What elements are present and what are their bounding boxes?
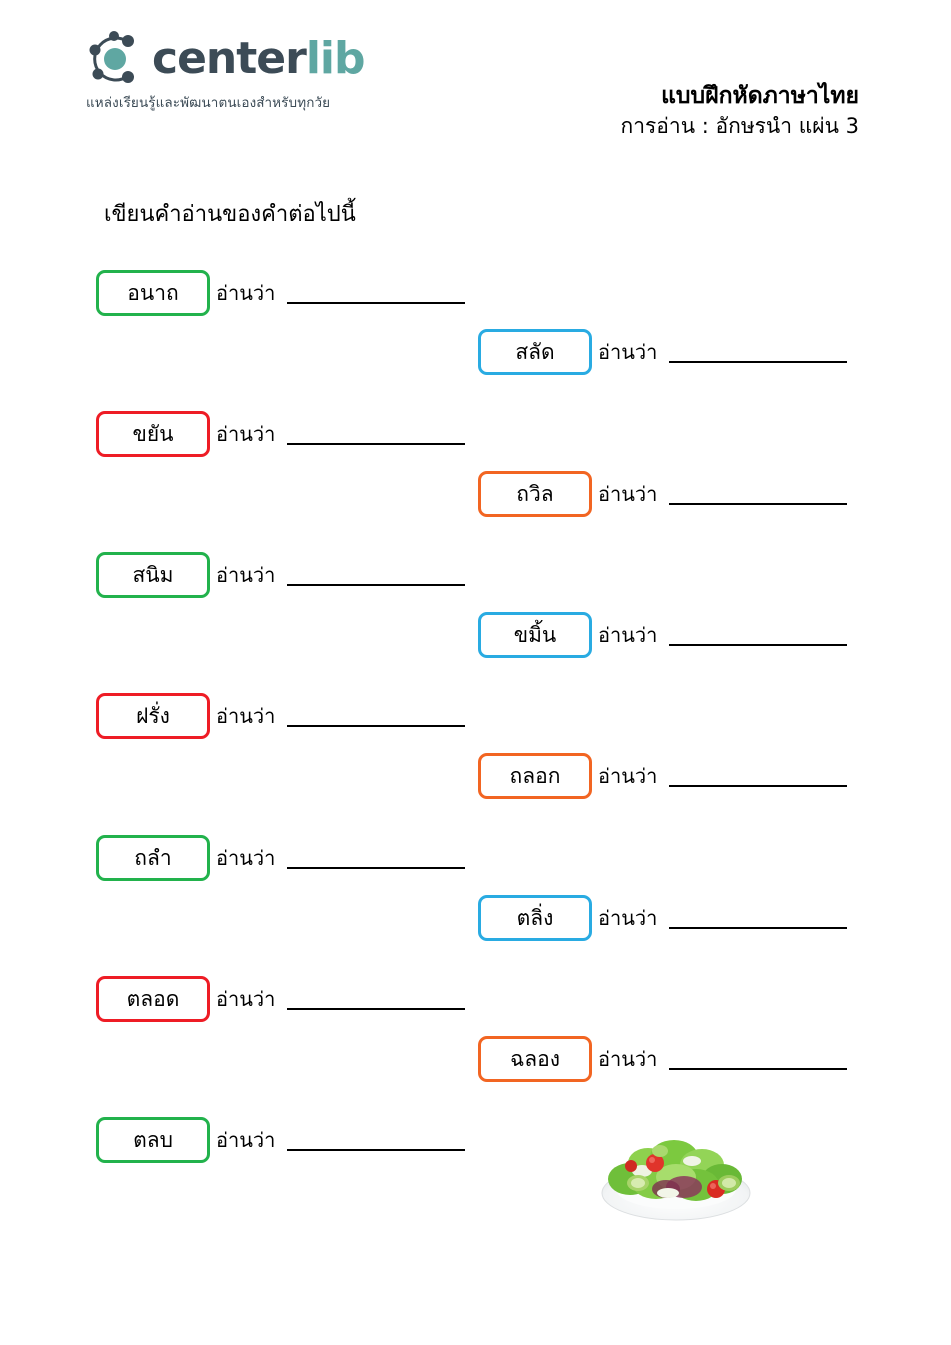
word-box[interactable]: ขยัน — [96, 411, 210, 457]
reads-as-label: อ่านว่า — [216, 563, 276, 587]
worksheet-row: ถวิลอ่านว่า — [478, 470, 848, 518]
reads-as-label: อ่านว่า — [216, 846, 276, 870]
worksheet-row: ตลิ่งอ่านว่า — [478, 894, 848, 942]
worksheet-row: ฝรั่งอ่านว่า — [96, 692, 466, 740]
answer-blank-line[interactable] — [287, 1008, 466, 1010]
answer-blank-line[interactable] — [669, 503, 848, 505]
answer-blank-line[interactable] — [669, 644, 848, 646]
word-box[interactable]: ตลิ่ง — [478, 895, 592, 941]
word-box[interactable]: สนิม — [96, 552, 210, 598]
word-box[interactable]: ถวิล — [478, 471, 592, 517]
answer-blank-line[interactable] — [287, 725, 466, 727]
worksheet-row: ถลอกอ่านว่า — [478, 752, 848, 800]
answer-blank-line[interactable] — [287, 1149, 466, 1151]
answer-blank-line[interactable] — [287, 443, 466, 445]
logo-wordmark: centerlib — [152, 37, 365, 81]
logo-word-lib: lib — [305, 33, 366, 84]
worksheet-row: ฉลองอ่านว่า — [478, 1035, 848, 1083]
word-box[interactable]: ตลบ — [96, 1117, 210, 1163]
answer-blank-line[interactable] — [669, 785, 848, 787]
answer-blank-line[interactable] — [287, 867, 466, 869]
page-subtitle: การอ่าน : อักษรนำ แผ่น 3 — [620, 113, 859, 138]
page-title: แบบฝึกหัดภาษาไทย — [661, 83, 859, 109]
logo-row: centerlib — [84, 30, 384, 88]
reads-as-label: อ่านว่า — [598, 623, 658, 647]
answer-blank-line[interactable] — [669, 927, 848, 929]
answer-blank-line[interactable] — [287, 584, 466, 586]
reads-as-label: อ่านว่า — [216, 704, 276, 728]
logo-tagline: แหล่งเรียนรู้และพัฒนาตนเองสำหรับทุกวัย — [86, 95, 331, 111]
word-box[interactable]: สลัด — [478, 329, 592, 375]
word-box[interactable]: ฉลอง — [478, 1036, 592, 1082]
worksheet-row: ขมิ้นอ่านว่า — [478, 611, 848, 659]
word-box[interactable]: อนาถ — [96, 270, 210, 316]
word-box[interactable]: ฝรั่ง — [96, 693, 210, 739]
worksheet-row: ตลอดอ่านว่า — [96, 975, 466, 1023]
answer-blank-line[interactable] — [287, 302, 466, 304]
centerlib-atom-icon — [84, 30, 146, 88]
worksheet-row: สลัดอ่านว่า — [478, 328, 848, 376]
word-box[interactable]: ขมิ้น — [478, 612, 592, 658]
reads-as-label: อ่านว่า — [598, 1047, 658, 1071]
worksheet-row: อนาถอ่านว่า — [96, 269, 466, 317]
reads-as-label: อ่านว่า — [598, 340, 658, 364]
instruction-text: เขียนคำอ่านของคำต่อไปนี้ — [104, 202, 356, 227]
worksheet-row: ตลบอ่านว่า — [96, 1116, 466, 1164]
centerlib-logo: centerlib แหล่งเรียนรู้และพัฒนาตนเองสำหร… — [84, 30, 384, 113]
salad-plate-photo — [596, 1121, 756, 1226]
worksheet-row: ถลำอ่านว่า — [96, 834, 466, 882]
word-box[interactable]: ถลอก — [478, 753, 592, 799]
logo-word-center: center — [152, 33, 307, 84]
reads-as-label: อ่านว่า — [216, 987, 276, 1011]
worksheet-row: สนิมอ่านว่า — [96, 551, 466, 599]
reads-as-label: อ่านว่า — [216, 281, 276, 305]
reads-as-label: อ่านว่า — [598, 482, 658, 506]
worksheet-header: centerlib แหล่งเรียนรู้และพัฒนาตนเองสำหร… — [0, 0, 951, 170]
reads-as-label: อ่านว่า — [598, 764, 658, 788]
answer-blank-line[interactable] — [669, 361, 848, 363]
word-box[interactable]: ถลำ — [96, 835, 210, 881]
answer-blank-line[interactable] — [669, 1068, 848, 1070]
word-box[interactable]: ตลอด — [96, 976, 210, 1022]
worksheet-title-block: แบบฝึกหัดภาษาไทย การอ่าน : อักษรนำ แผ่น … — [621, 82, 859, 140]
worksheet-row: ขยันอ่านว่า — [96, 410, 466, 458]
reads-as-label: อ่านว่า — [216, 422, 276, 446]
reads-as-label: อ่านว่า — [216, 1128, 276, 1152]
reads-as-label: อ่านว่า — [598, 906, 658, 930]
